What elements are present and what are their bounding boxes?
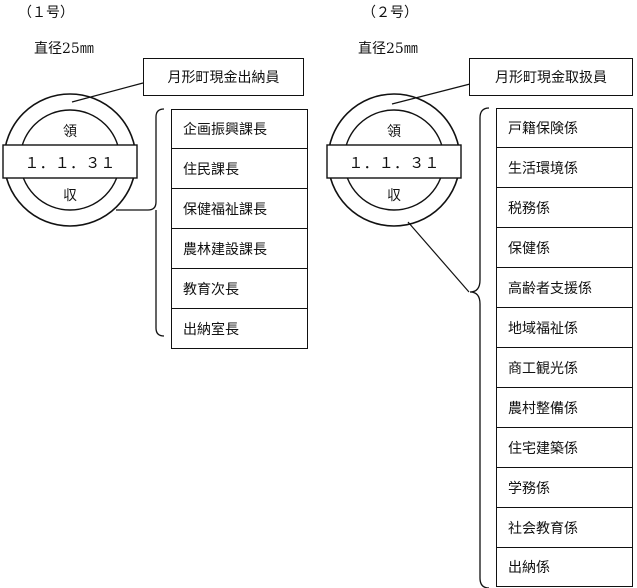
stamp1-diameter-label: 直径25㎜	[34, 41, 94, 57]
stamp2-holder-item: 地域福祉係	[496, 308, 633, 348]
stamp2-holder-item: 出納係	[496, 548, 633, 587]
stamp1-title-box: 月形町現金出納員	[143, 58, 304, 96]
stamp2-holder-item: 税務係	[496, 188, 633, 228]
brace-2	[469, 107, 490, 588]
stamp1-holder-item: 出納室長	[171, 309, 308, 349]
stamp2-holder-list: 戸籍保険係 生活環境係 税務係 保健係 高齢者支援係 地域福祉係 商工観光係 農…	[496, 108, 633, 587]
stamp2-holder-item: 学務係	[496, 468, 633, 508]
stamp2-holder-item: 生活環境係	[496, 148, 633, 188]
stamp2-holder-item: 住宅建築係	[496, 428, 633, 468]
stamp1-holder-item: 企画振興課長	[171, 109, 308, 149]
stamp2-holder-item: 保健係	[496, 228, 633, 268]
stamp1-holder-item: 住民課長	[171, 149, 308, 189]
stamp1-seal-bottom: 収	[63, 188, 77, 204]
stamp1-number-label: （１号）	[18, 5, 74, 21]
stamp2-holder-item: 社会教育係	[496, 508, 633, 548]
brace-1	[116, 108, 165, 337]
stamp2-diameter-label: 直径25㎜	[358, 41, 418, 57]
stamp1-holder-item: 農林建設課長	[171, 229, 308, 269]
stamp1-seal-top: 領	[63, 124, 77, 140]
stamp1-holder-item: 保健福祉課長	[171, 189, 308, 229]
stamp2-holder-item: 農村整備係	[496, 388, 633, 428]
stamp2-seal-bottom: 収	[387, 188, 401, 204]
stamp2-holder-item: 高齢者支援係	[496, 268, 633, 308]
stamp2-number-label: （２号）	[362, 5, 418, 21]
leader-line-2	[391, 83, 471, 105]
stamp1-seal-date: １．１．３１	[24, 154, 116, 172]
stamp2-title-box: 月形町現金取扱員	[469, 58, 633, 96]
stamp1-holder-list: 企画振興課長 住民課長 保健福祉課長 農林建設課長 教育次長 出納室長	[171, 109, 308, 349]
seal-2	[326, 93, 462, 227]
stamp1-holder-item: 教育次長	[171, 269, 308, 309]
stamp2-seal-date: １．１．３１	[348, 154, 440, 172]
stamp2-seal-top: 領	[387, 124, 401, 140]
seal-1	[2, 93, 138, 227]
stamp2-holder-item: 商工観光係	[496, 348, 633, 388]
stamp2-holder-item: 戸籍保険係	[496, 108, 633, 148]
leader-line-1	[71, 82, 144, 103]
leader-line-3	[407, 221, 470, 293]
